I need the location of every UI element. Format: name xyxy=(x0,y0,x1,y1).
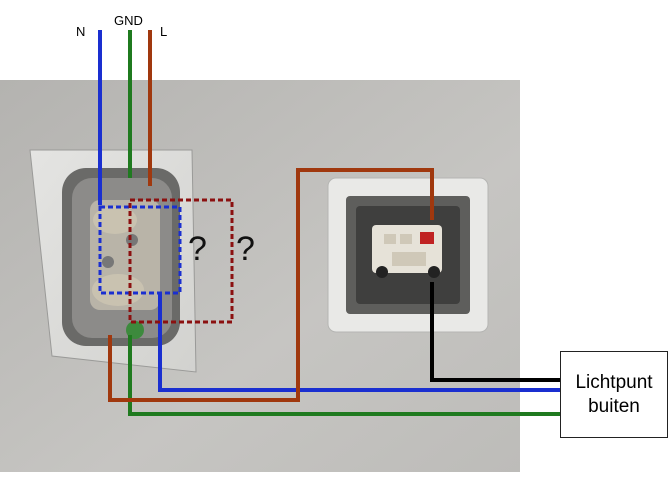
question-mark-2: ? xyxy=(236,230,255,268)
switch-wire xyxy=(430,282,560,382)
light-point-box: Lichtpunt buiten xyxy=(560,351,668,438)
light-point-line1: Lichtpunt xyxy=(575,371,653,393)
question-mark-1: ? xyxy=(188,230,207,268)
label-ground: GND xyxy=(114,13,143,28)
label-neutral: N xyxy=(76,24,86,39)
live-wire xyxy=(108,30,434,402)
label-live: L xyxy=(160,24,168,39)
neutral-wire xyxy=(98,30,560,392)
ground-wire xyxy=(128,30,560,416)
dotted-blue-loop xyxy=(98,205,182,295)
outlet-socket xyxy=(29,149,197,373)
light-switch xyxy=(327,177,489,333)
dotted-red-loop xyxy=(128,198,234,324)
light-point-line2: buiten xyxy=(588,395,640,417)
